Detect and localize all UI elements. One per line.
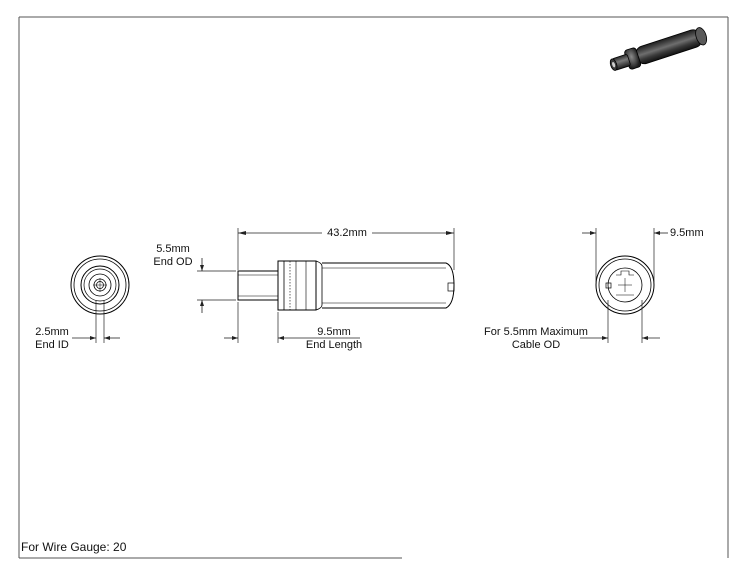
end-length-caption-label: End Length	[305, 339, 363, 351]
overall-length-label: 43.2mm	[327, 227, 367, 239]
end-id-value-label: 2.5mm	[35, 326, 69, 338]
end-id-caption-label: End ID	[35, 339, 69, 351]
end-od-value-label: 5.5mm	[156, 243, 190, 255]
end-od-caption-label: End OD	[153, 256, 193, 268]
end-view-right	[580, 228, 668, 343]
wire-gauge-note: For Wire Gauge: 20	[21, 540, 127, 554]
body-od-label: 9.5mm	[670, 227, 704, 239]
cable-od-line2-label: Cable OD	[511, 339, 561, 351]
side-view	[197, 228, 455, 343]
sheet-border	[18, 16, 729, 559]
isometric-thumbnail	[609, 27, 708, 71]
end-view-left	[70, 255, 130, 343]
end-length-value-label: 9.5mm	[317, 326, 351, 338]
cable-od-line1-label: For 5.5mm Maximum	[484, 326, 588, 338]
